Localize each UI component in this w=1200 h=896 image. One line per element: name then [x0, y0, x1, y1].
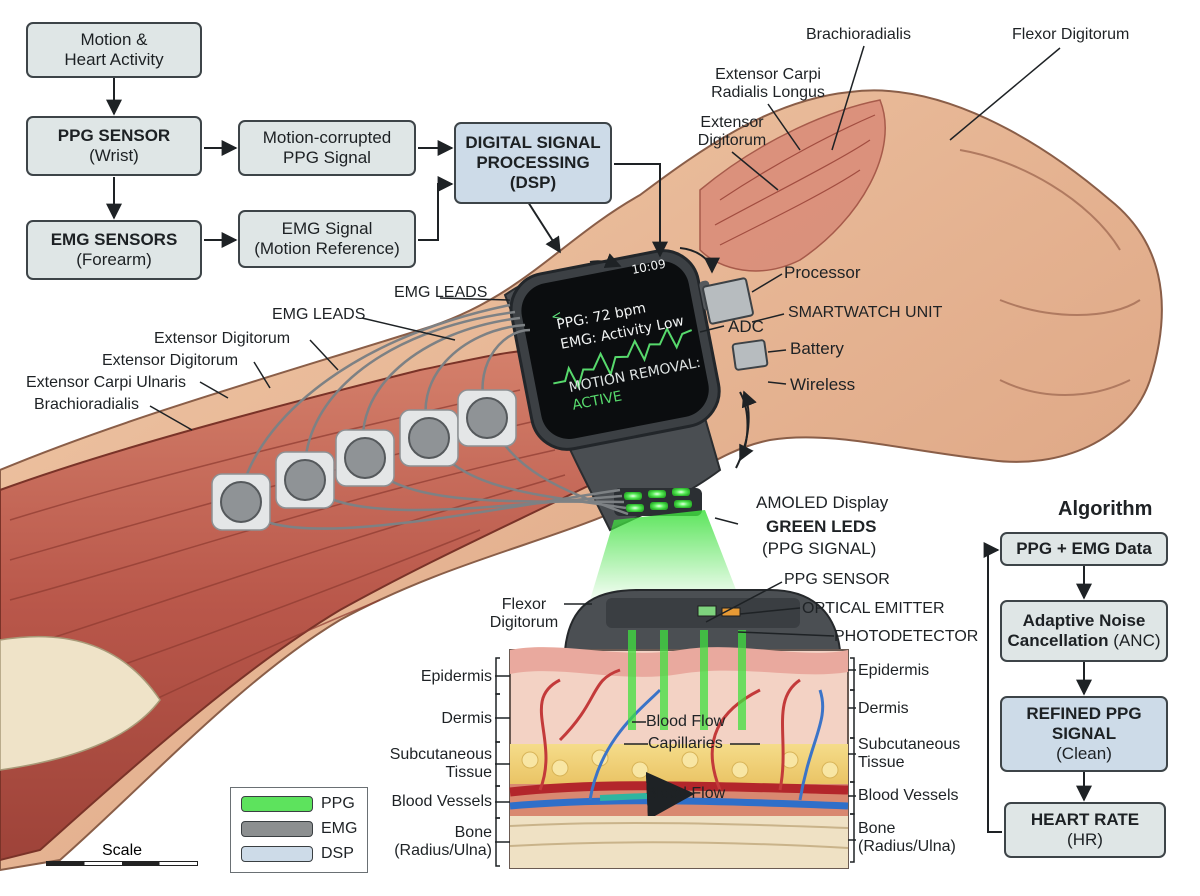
label-amoled: AMOLED Display — [756, 493, 889, 512]
label-extensor-digitorum-2: Extensor Digitorum — [102, 352, 239, 369]
legend: PPG EMG DSP — [230, 787, 368, 873]
label-wireless: Wireless — [790, 375, 856, 394]
algorithm-connectors — [983, 542, 1092, 833]
battery-chip — [731, 339, 769, 371]
emg-electrodes — [211, 389, 517, 531]
algorithm-step-refined-sub: (Clean) — [1056, 744, 1112, 763]
algorithm-step-data-text: PPG + EMG Data — [1016, 539, 1152, 558]
label-capillaries: Capillaries — [648, 735, 723, 752]
legend-label-dsp: DSP — [321, 845, 354, 862]
emg-sensors-title: EMG SENSORS — [50, 230, 178, 249]
scale-ruler — [46, 861, 198, 866]
label-epidermis-right: Epidermis — [858, 662, 930, 679]
legend-swatch-emg — [241, 821, 313, 837]
label-flexor-digitorum-top: Flexor Digitorum — [1012, 26, 1130, 43]
label-adc: ADC — [728, 317, 764, 336]
label-processor: Processor — [784, 263, 861, 282]
ppg-signal-box: Motion-corrupted PPG Signal — [238, 120, 416, 176]
algorithm-title: Algorithm — [1058, 498, 1153, 520]
algorithm-step-anc-suffix: (ANC) — [1108, 631, 1161, 650]
watch-motion-removal: MOTION REMOVAL: — [567, 354, 703, 397]
label-blood-flow-lower: Blood Flow — [646, 785, 726, 802]
label-extensor-carpi-ulnaris: Extensor Carpi Ulnaris — [26, 374, 187, 391]
label-blood-vessels-right: Blood Vessels — [858, 787, 959, 804]
label-bone-right: Bone (Radius/Ulna) — [858, 820, 956, 855]
label-emg-leads-2: EMG LEADS — [272, 306, 366, 323]
knuckles — [959, 149, 1141, 396]
label-flexor-digitorum-detail: Flexor Digitorum — [489, 596, 559, 631]
label-brachioradialis-left: Brachioradialis — [34, 396, 139, 413]
processor-chip — [702, 277, 754, 325]
legend-item-ppg: PPG — [241, 793, 355, 815]
legend-swatch-ppg — [241, 796, 313, 812]
flow-connectors — [106, 78, 757, 469]
motion-text: Motion & Heart Activity — [64, 30, 164, 69]
label-subcutaneous-left: Subcutaneous Tissue — [389, 746, 492, 781]
ppg-sensor-title: PPG SENSOR — [57, 126, 171, 145]
label-bone-left: Bone (Radius/Ulna) — [394, 824, 492, 859]
emg-sensors-box: EMG SENSORS (Forearm) — [26, 220, 202, 280]
algorithm-step-anc: Adaptive Noise Cancellation (ANC) — [1000, 600, 1168, 662]
label-blood-vessels-left: Blood Vessels — [391, 793, 492, 810]
algorithm-step-data: PPG + EMG Data — [1000, 532, 1168, 566]
label-dermis-right: Dermis — [858, 700, 909, 717]
motion-box: Motion & Heart Activity — [26, 22, 202, 78]
emg-signal-box: EMG Signal (Motion Reference) — [238, 210, 416, 268]
label-blood-flow-upper: Blood Flow — [646, 713, 726, 730]
label-optical-emitter: OPTICAL EMITTER — [802, 600, 945, 617]
label-ppg-signal-paren: (PPG SIGNAL) — [762, 539, 877, 558]
cross-section — [509, 589, 849, 869]
label-dermis-left: Dermis — [441, 710, 492, 727]
dsp-box: DIGITAL SIGNAL PROCESSING (DSP) — [454, 122, 612, 204]
scale-label: Scale — [102, 842, 143, 859]
algorithm-step-anc-title: Adaptive Noise Cancellation — [1007, 611, 1146, 650]
emg-signal-text: EMG Signal (Motion Reference) — [254, 219, 400, 258]
label-epidermis-left: Epidermis — [420, 668, 492, 685]
algorithm-step-hr: HEART RATE (HR) — [1004, 802, 1166, 858]
algorithm-step-hr-title: HEART RATE — [1030, 810, 1140, 829]
ppg-signal-text: Motion-corrupted PPG Signal — [262, 128, 392, 167]
green-beam — [590, 510, 740, 600]
layer-brackets — [495, 657, 855, 867]
legend-item-dsp: DSP — [241, 843, 354, 865]
algorithm-step-hr-sub: (HR) — [1067, 830, 1103, 849]
label-smartwatch-unit: SMARTWATCH UNIT — [788, 304, 943, 321]
legend-label-ppg: PPG — [321, 795, 355, 812]
label-battery: Battery — [790, 339, 844, 358]
label-subcutaneous-right: Subcutaneous Tissue — [858, 736, 961, 771]
label-extensor-carpi-radialis: Extensor Carpi Radialis Longus — [711, 66, 825, 101]
legend-label-emg: EMG — [321, 820, 358, 837]
ppg-waveform — [553, 326, 693, 390]
emg-sensors-sub: (Forearm) — [76, 250, 152, 269]
label-emg-leads-1: EMG LEADS — [394, 284, 488, 301]
blood-flow-arrow — [599, 771, 695, 820]
tendon-left — [0, 635, 161, 771]
algorithm-step-refined: REFINED PPG SIGNAL (Clean) — [1000, 696, 1168, 772]
led-cluster — [614, 488, 702, 516]
watch-screen: 10:09 < PPG: 72 bpm EMG: Activity Low MO… — [533, 244, 730, 433]
watch-time: 10:09 — [630, 256, 667, 277]
label-photodetector: PHOTODETECTOR — [834, 628, 979, 645]
label-green-leds: GREEN LEDS — [766, 517, 877, 536]
legend-item-emg: EMG — [241, 818, 357, 840]
algorithm-step-refined-title: REFINED PPG SIGNAL — [1026, 704, 1142, 743]
watch-body — [509, 249, 721, 451]
legend-swatch-dsp — [241, 846, 313, 862]
label-brachioradialis-top: Brachioradialis — [806, 26, 911, 43]
label-extensor-digitorum-1: Extensor Digitorum — [154, 330, 291, 347]
dsp-text: DIGITAL SIGNAL PROCESSING (DSP) — [465, 133, 601, 192]
algorithm-step-anc-text: Adaptive Noise Cancellation (ANC) — [1007, 611, 1160, 651]
label-ppg-sensor-detail: PPG SENSOR — [784, 571, 890, 588]
ppg-sensor-sub: (Wrist) — [89, 146, 139, 165]
ppg-sensor-box: PPG SENSOR (Wrist) — [26, 116, 202, 176]
label-extensor-digitorum-top: Extensor Digitorum — [697, 114, 767, 149]
